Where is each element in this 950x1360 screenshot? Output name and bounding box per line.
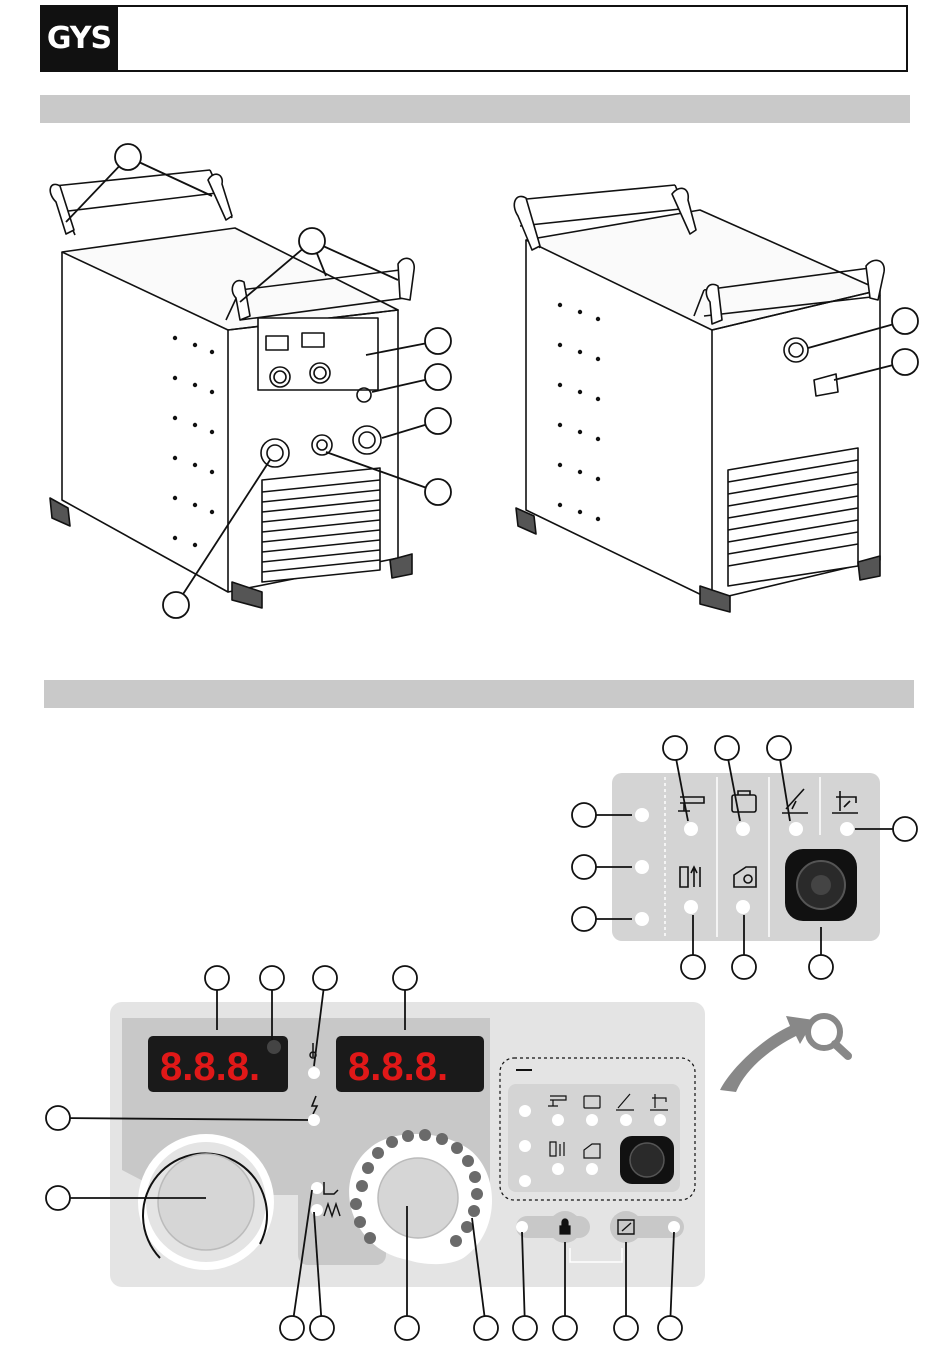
zoom-led-9: [736, 900, 750, 914]
header-frame: [40, 5, 908, 72]
mode-led-2t: [311, 1182, 323, 1194]
voltage-led: [308, 1114, 320, 1126]
zoom-led-6: [789, 822, 803, 836]
left-display-digits: 8.8.8.: [160, 1045, 260, 1089]
lock-led: [516, 1221, 528, 1233]
mode-led-pulse: [311, 1204, 323, 1216]
right-display-digits: 8.8.8.: [348, 1045, 448, 1089]
zoom-led-8: [684, 900, 698, 914]
lock-icon: [560, 1219, 570, 1234]
gys-logo: GYS: [40, 5, 118, 72]
main-encoder-knob[interactable]: [378, 1158, 458, 1238]
zoom-led-2: [635, 860, 649, 874]
zoom-led-5: [736, 822, 750, 836]
left-knob[interactable]: [158, 1154, 254, 1250]
zoom-led-4: [684, 822, 698, 836]
zoom-led-1: [635, 808, 649, 822]
thermal-led: [308, 1067, 320, 1079]
rear-view-machine: [514, 185, 884, 612]
torch-led: [668, 1221, 680, 1233]
zoom-arrow: [720, 1016, 814, 1092]
main-control-panel: 8.8.8. 8.8.8.: [30, 960, 930, 1355]
zoom-led-3: [635, 912, 649, 926]
section-bar-machine-views: [40, 95, 910, 123]
zoom-detail-panel: [560, 735, 945, 980]
section-bar-control-panel: [44, 680, 914, 708]
machine-illustrations: [0, 130, 950, 670]
front-view-machine: [50, 170, 414, 608]
zoom-led-7: [840, 822, 854, 836]
logo-text: GYS: [47, 21, 111, 56]
